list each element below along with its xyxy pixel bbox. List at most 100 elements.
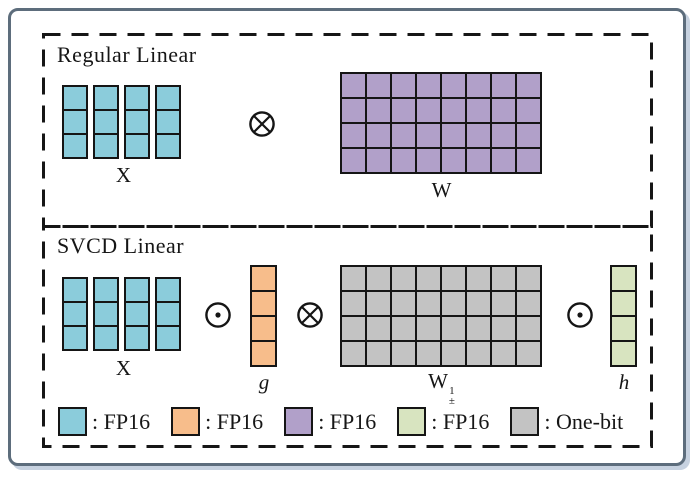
matrix-cell xyxy=(64,303,86,325)
matrix-cell xyxy=(252,342,275,365)
matrix-cell xyxy=(95,279,117,301)
matrix-cell xyxy=(417,317,440,340)
matrix-cell xyxy=(442,124,465,147)
matrix-cell xyxy=(492,267,515,290)
matrix-cell xyxy=(467,342,490,365)
matrix-cell xyxy=(467,74,490,97)
matrix-cell xyxy=(612,292,635,315)
legend-item: : FP16 xyxy=(58,407,150,436)
matrix-cell xyxy=(64,111,86,133)
matrix-cell xyxy=(612,267,635,290)
input-matrix-X-svcd xyxy=(62,277,181,351)
matrix-cell xyxy=(367,149,390,172)
scale-vector-h xyxy=(610,265,637,367)
matrix-cell xyxy=(342,292,365,315)
legend-label: : One-bit xyxy=(544,408,624,434)
matrix-cell xyxy=(392,342,415,365)
legend-item: : FP16 xyxy=(397,407,489,436)
legend-item: : One-bit xyxy=(510,407,623,436)
matrix-cell xyxy=(95,135,117,157)
matrix-cell xyxy=(517,267,540,290)
matrix-cell xyxy=(517,99,540,122)
matrix-cell xyxy=(417,267,440,290)
matrix-cell xyxy=(126,135,148,157)
matrix-cell xyxy=(492,74,515,97)
matrix-cell xyxy=(392,292,415,315)
otimes-icon xyxy=(249,111,275,137)
matrix-cell xyxy=(392,149,415,172)
matrix-cell xyxy=(252,267,275,290)
legend-swatch-purple xyxy=(284,407,314,436)
matrix-cell xyxy=(392,74,415,97)
vector-h-label: h xyxy=(618,370,630,394)
matrix-cell xyxy=(492,317,515,340)
matrix-cell xyxy=(612,342,635,365)
matrix-cell xyxy=(367,74,390,97)
w-label-sup: 1 xyxy=(449,385,455,397)
matrix-cell xyxy=(492,292,515,315)
matrix-cell xyxy=(467,267,490,290)
matrix-cell xyxy=(442,267,465,290)
matrix-cell xyxy=(392,124,415,147)
matrix-cell xyxy=(442,74,465,97)
matrix-cell xyxy=(467,99,490,122)
matrix-cell xyxy=(517,124,540,147)
legend-swatch-green xyxy=(397,407,427,436)
matrix-cell xyxy=(95,303,117,325)
matrix-cell xyxy=(342,267,365,290)
legend-label: : FP16 xyxy=(318,408,377,434)
matrix-cell xyxy=(157,279,179,301)
matrix-cell xyxy=(517,317,540,340)
matrix-cell xyxy=(417,74,440,97)
matrix-cell xyxy=(64,135,86,157)
matrix-cell xyxy=(612,317,635,340)
otimes-icon xyxy=(297,302,323,328)
legend-label: : FP16 xyxy=(92,408,151,434)
matrix-cell xyxy=(367,267,390,290)
matrix-cell xyxy=(126,303,148,325)
matrix-cell xyxy=(442,342,465,365)
matrix-column xyxy=(155,85,181,159)
legend-label: : FP16 xyxy=(205,408,264,434)
matrix-cell xyxy=(517,149,540,172)
matrix-grid xyxy=(340,265,542,367)
matrix-cell xyxy=(342,342,365,365)
matrix-cell xyxy=(442,317,465,340)
matrix-cell xyxy=(157,87,179,109)
matrix-cell xyxy=(342,317,365,340)
matrix-grid xyxy=(610,265,637,367)
w-label-sub: ± xyxy=(448,395,455,407)
matrix-cell xyxy=(417,99,440,122)
matrix-cell xyxy=(492,124,515,147)
matrix-cell xyxy=(157,111,179,133)
matrix-cell xyxy=(342,149,365,172)
matrix-cell xyxy=(517,342,540,365)
matrix-grid xyxy=(250,265,277,367)
matrix-cell xyxy=(492,99,515,122)
matrix-cell xyxy=(342,124,365,147)
legend-swatch-cyan xyxy=(58,407,87,436)
matrix-cell xyxy=(367,342,390,365)
matrix-cell xyxy=(442,149,465,172)
matrix-cell xyxy=(157,327,179,349)
matrix-cell xyxy=(126,111,148,133)
matrix-cell xyxy=(367,124,390,147)
matrix-cell xyxy=(95,87,117,109)
matrix-X-label: X xyxy=(115,163,132,187)
matrix-cell xyxy=(467,317,490,340)
w-label-base: W xyxy=(428,369,448,393)
legend: : FP16 : FP16 : FP16 : FP16 : One-bit xyxy=(58,407,623,436)
matrix-cell xyxy=(126,327,148,349)
matrix-column xyxy=(93,85,119,159)
matrix-cell xyxy=(157,135,179,157)
matrix-cell xyxy=(417,292,440,315)
legend-swatch-orange xyxy=(171,407,201,436)
matrix-column xyxy=(93,277,119,351)
matrix-cell xyxy=(417,124,440,147)
matrix-W-label: W xyxy=(431,178,452,202)
matrix-cell xyxy=(467,124,490,147)
vector-g-label: g xyxy=(258,370,270,394)
odot-icon xyxy=(205,302,231,328)
matrix-X-svcd-label: X xyxy=(115,356,132,380)
matrix-cell xyxy=(64,87,86,109)
